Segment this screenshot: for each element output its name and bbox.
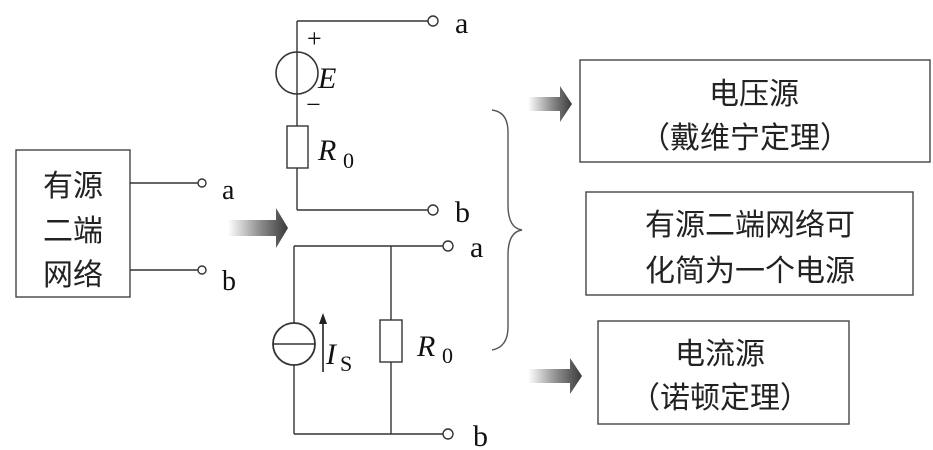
vs-terminal-a (427, 15, 439, 27)
arrow-right-icon (228, 208, 288, 248)
network-line-1: 有源 (43, 169, 103, 204)
vs-plus-sign: + (307, 24, 322, 53)
cs-source-subscript: S (340, 351, 352, 376)
vs-terminal-a-label: a (455, 7, 468, 40)
current-source-theorem: （诺顿定理） (630, 381, 810, 416)
cs-terminal-b-label: b (473, 420, 488, 450)
cs-terminal-b (442, 428, 454, 440)
curly-brace (491, 109, 523, 351)
summary-box-frame (585, 191, 914, 296)
summary-line-1: 有源二端网络可 (645, 208, 855, 243)
voltage-source-box-frame (579, 59, 931, 163)
current-source-circuit: a I S R 0 b (272, 231, 488, 450)
vs-minus-sign: − (306, 90, 321, 119)
voltage-source-title: 电压源 (709, 77, 799, 112)
vs-resistor-subscript: 0 (343, 148, 354, 173)
summary-box: 有源二端网络可 化简为一个电源 (585, 191, 914, 296)
current-source-box-frame (597, 320, 850, 425)
cs-resistor-subscript: 0 (442, 343, 453, 368)
voltage-source-theorem: （戴维宁定理） (640, 121, 850, 156)
cs-source-label: I (325, 338, 338, 371)
network-terminal-a (197, 178, 207, 188)
arrow-up-icon (319, 313, 327, 324)
network-line-2: 二端 (43, 214, 103, 249)
vs-source-label: E (317, 62, 336, 95)
network-box (15, 149, 131, 298)
vs-terminal-b (427, 204, 439, 216)
arrow-right-icon (528, 86, 572, 122)
vs-resistor-label: R (317, 134, 336, 167)
cs-resistor-icon (379, 319, 403, 363)
network-terminal-b (197, 265, 207, 275)
arrow-right-icon (528, 358, 582, 394)
cs-resistor-label: R (416, 330, 435, 363)
summary-line-2: 化简为一个电源 (645, 254, 855, 289)
voltage-source-box: 电压源 （戴维宁定理） (579, 59, 931, 163)
vs-resistor-icon (286, 125, 309, 169)
network-line-3: 网络 (43, 258, 103, 293)
vs-terminal-b-label: b (455, 196, 470, 229)
network-terminal-a-label: a (222, 175, 235, 206)
voltage-source-circuit: a + E − R 0 b (275, 7, 470, 229)
cs-terminal-a-label: a (470, 231, 483, 264)
current-source-title: 电流源 (675, 337, 765, 372)
active-network-block: 有源 二端 网络 a b (15, 149, 236, 298)
current-source-box: 电流源 （诺顿定理） (597, 320, 850, 425)
network-terminal-b-label: b (222, 266, 236, 297)
cs-terminal-a (442, 240, 454, 252)
